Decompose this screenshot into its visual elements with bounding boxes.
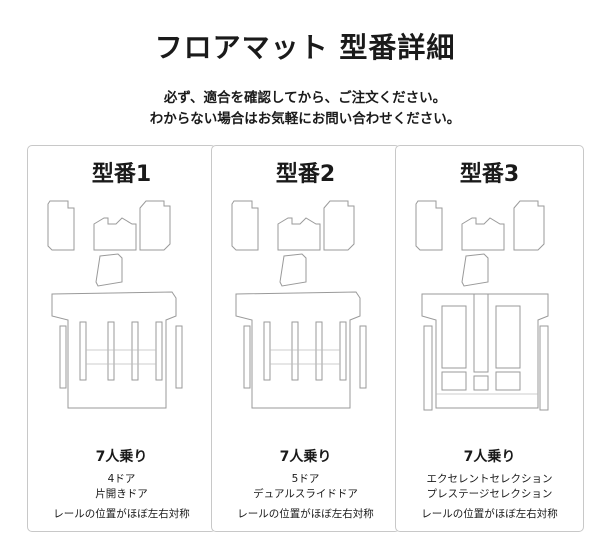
model-card-2[interactable]: 型番2 7人乗り 5ドア デュアルスライドドア レールの位置がほぼ左右対称 — [211, 145, 400, 532]
center-front-mat — [277, 217, 321, 251]
model-card-1[interactable]: 型番1 7人乗り 4ドア 片開きドア レールの位置がほぼ左右対称 — [27, 145, 216, 532]
model-heading: 型番2 — [275, 162, 336, 187]
rail-slot-right — [539, 325, 549, 411]
passenger-mat — [139, 200, 171, 251]
model-description: エクセレントセレクション プレステージセレクション — [396, 472, 583, 502]
driver-mat — [415, 200, 443, 251]
rail-note: レールの位置がほぼ左右対称 — [53, 508, 190, 520]
rail-note: レールの位置がほぼ左右対称 — [421, 508, 558, 520]
center-front-mat — [461, 217, 505, 251]
center-console-strip — [473, 293, 489, 373]
second-row-small-mat — [461, 253, 489, 287]
seat-count: 7人乗り — [463, 449, 516, 465]
notice: 必ず、適合を確認してから、ご注文ください。 わからない場合はお気軽にお問い合わせ… — [0, 88, 610, 130]
notice-line-2: わからない場合はお気軽にお問い合わせください。 — [149, 111, 461, 127]
model-description: 5ドア デュアルスライドドア — [212, 472, 399, 502]
rail-slot-right — [359, 325, 367, 389]
passenger-mat — [513, 200, 545, 251]
door-style: デュアルスライドドア — [253, 488, 358, 500]
model-heading: 型番3 — [459, 162, 520, 187]
driver-mat — [47, 200, 75, 251]
second-row-small-mat — [279, 253, 307, 287]
rail-slot-left — [423, 325, 433, 411]
grade-line-2: プレステージセレクション — [426, 488, 553, 500]
grade-line-1: エクセレントセレクション — [426, 473, 553, 485]
second-row-small-mat — [95, 253, 123, 287]
center-front-mat — [93, 217, 137, 251]
rail-slot-right — [175, 325, 183, 389]
driver-mat — [231, 200, 259, 251]
seat-count: 7人乗り — [279, 449, 332, 465]
notice-line-1: 必ず、適合を確認してから、ご注文ください。 — [163, 90, 447, 106]
page-title: フロアマット 型番詳細 — [154, 31, 456, 64]
door-style: 片開きドア — [95, 488, 148, 500]
passenger-mat — [323, 200, 355, 251]
model-card-3[interactable]: 型番3 7人乗り エクセレントセレクション プレステージセレクション レールの位… — [395, 145, 584, 532]
floor-mat-diagram-2 — [231, 200, 367, 409]
rail-slot-left — [59, 325, 67, 389]
door-type: 4ドア — [107, 473, 136, 485]
rail-slot-left — [243, 325, 251, 389]
floor-mat-diagram-3 — [415, 200, 549, 411]
model-heading: 型番1 — [91, 162, 152, 187]
floor-mat-diagram-1 — [47, 200, 183, 409]
model-description: 4ドア 片開きドア — [28, 472, 215, 502]
seat-count: 7人乗り — [95, 449, 148, 465]
door-type: 5ドア — [291, 473, 320, 485]
rail-note: レールの位置がほぼ左右対称 — [237, 508, 374, 520]
